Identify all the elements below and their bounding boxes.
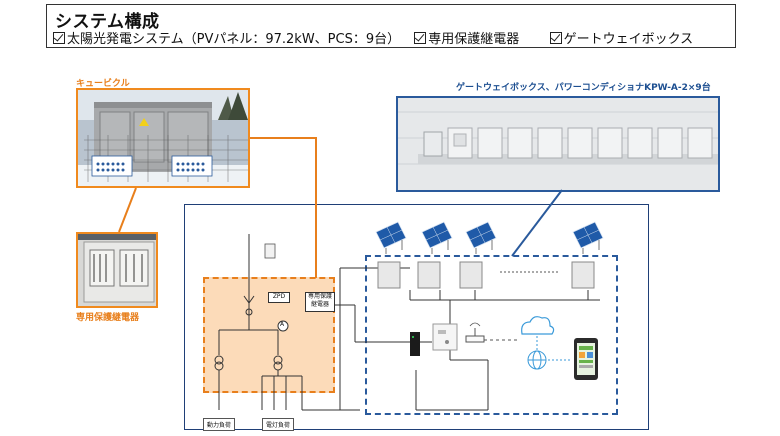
- relay-photo: [76, 232, 158, 308]
- gateway-photo: [396, 96, 720, 192]
- light-load-label: 電灯負荷: [262, 418, 295, 431]
- gateway-devices: [410, 322, 485, 356]
- pv-panels: [375, 221, 604, 254]
- power-load-label: 動力負荷: [203, 418, 236, 431]
- item-pv-system: 太陽光発電システム（PVパネル：97.2kW、PCS：9台）: [67, 32, 401, 47]
- checkbox-icon: [53, 32, 65, 44]
- checkbox-icon: [549, 32, 562, 44]
- gateway-label: ゲートウェイボックス、パワーコンディショナKPW-A-2×9台: [456, 83, 711, 93]
- zpd-box: ZPD: [268, 292, 290, 303]
- cloud-icon: [521, 316, 555, 335]
- item-gateway: ゲートウェイボックス: [563, 32, 694, 47]
- relay-box-line1: 専用保護: [307, 293, 332, 300]
- checkbox-icon: [414, 32, 427, 44]
- page-title: システム構成: [55, 12, 160, 32]
- item-relay: 専用保護継電器: [428, 32, 520, 47]
- cubicle-label: キュービクル: [76, 79, 130, 89]
- ammeter-label: A: [280, 321, 285, 328]
- gateway-zone: [365, 255, 618, 415]
- relay-label: 専用保護継電器: [76, 313, 140, 323]
- globe-icon: [527, 350, 547, 370]
- header-box: システム構成 太陽光発電システム（PVパネル：97.2kW、PCS：9台） 専用…: [46, 4, 736, 48]
- cubicle-photo: [76, 88, 250, 188]
- header-items: 太陽光発電システム（PVパネル：97.2kW、PCS：9台） 専用保護継電器 ゲ…: [53, 28, 703, 47]
- relay-box-line2: 継電器: [310, 301, 329, 308]
- inverter-boxes: [377, 261, 595, 289]
- smartphone-icon: [574, 338, 598, 380]
- relay-box: 専用保護 継電器: [305, 292, 335, 312]
